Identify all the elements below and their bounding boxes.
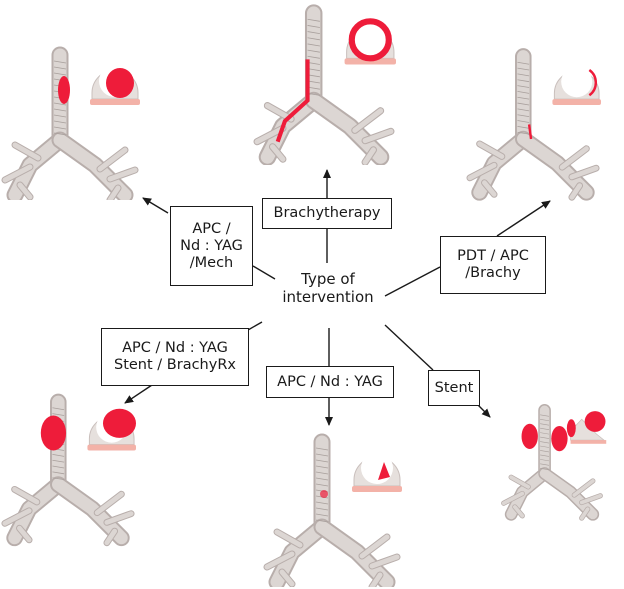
box-brachytherapy: Brachytherapy: [262, 198, 392, 229]
airway-panel-top-center: [253, 4, 396, 165]
airway-tree: [501, 404, 603, 521]
tumor-cross-section: [588, 69, 597, 97]
arrow-to-bottom-right: [477, 404, 491, 418]
tumor-cross-section-left: [566, 419, 576, 438]
cross-section: [352, 452, 402, 492]
tumor-cross-section: [348, 18, 392, 62]
tumor-cross-section: [102, 408, 136, 438]
arrow-to-top-right: [496, 200, 551, 237]
airway-panel-top-left: [1, 46, 140, 200]
airway-panel-bottom-left: [1, 393, 136, 547]
tumor-mass: [40, 415, 67, 451]
airway-panel-bottom-center: [263, 433, 402, 587]
tumor-mass-left: [521, 423, 538, 449]
box-apc-ndyag: APC / Nd : YAG: [266, 366, 394, 398]
tumor-mass: [58, 76, 70, 104]
box-apc-ndyag-mech: APC / Nd : YAG /Mech: [170, 206, 253, 286]
tumor-mass-right: [551, 425, 568, 452]
center-label: Type of intervention: [282, 270, 374, 306]
airway-tree: [466, 48, 600, 201]
airway-panel-top-right: [466, 48, 601, 201]
box-apc-ndyag-stent-brachyrx: APC / Nd : YAG Stent / BrachyRx: [101, 328, 249, 386]
airway-panel-bottom-right: [501, 404, 607, 521]
connector-apc-stent: [247, 321, 263, 331]
box-pdt-apc-brachy: PDT / APC /Brachy: [440, 236, 546, 294]
tumor-wall: [275, 59, 310, 143]
airway-tree: [263, 433, 401, 587]
arrow-to-bottom-left: [124, 384, 153, 404]
airway-tree: [253, 4, 395, 165]
tumor-cross-section: [106, 68, 134, 98]
arrow-to-top-left: [142, 197, 169, 214]
tumor-mass: [320, 490, 328, 498]
tumor-cross-section: [378, 462, 390, 480]
connector-stent: [384, 324, 434, 371]
tumor-wall: [527, 124, 533, 140]
box-stent: Stent: [428, 370, 480, 406]
connector-apc-mech: [252, 265, 276, 280]
cross-section: [570, 418, 606, 441]
cross-section: [552, 66, 601, 105]
connector-pdt: [384, 266, 441, 297]
tumor-cross-section: [584, 411, 606, 432]
